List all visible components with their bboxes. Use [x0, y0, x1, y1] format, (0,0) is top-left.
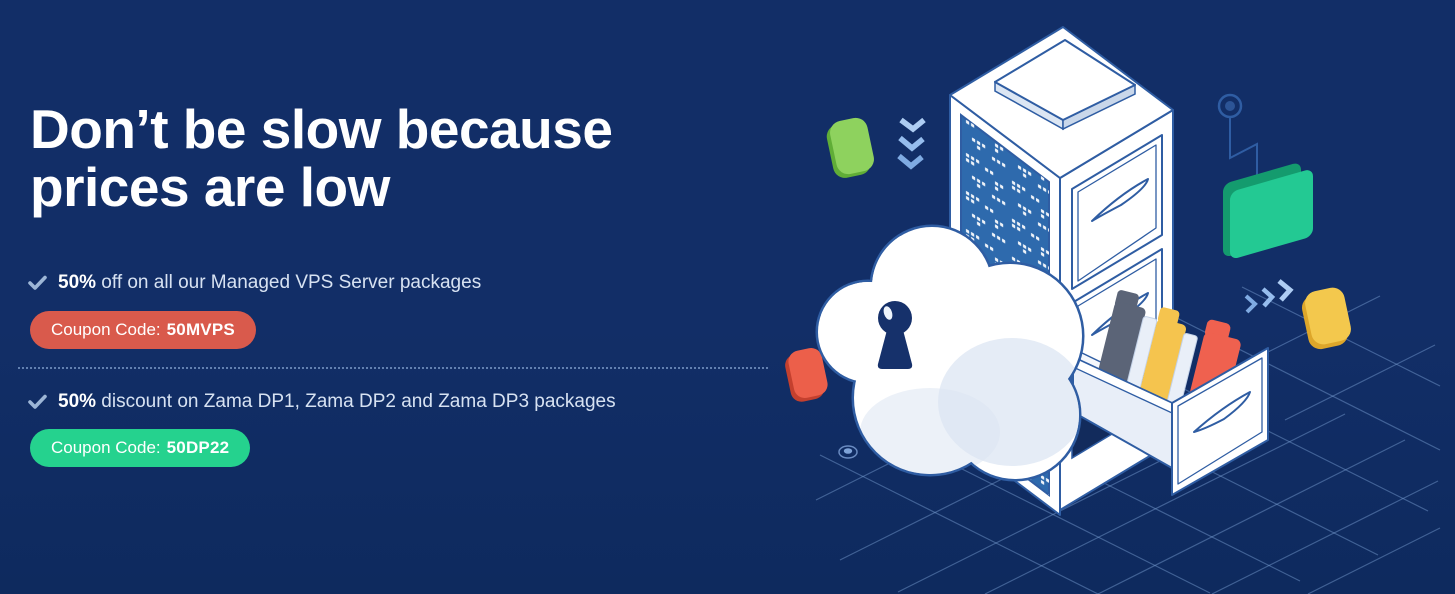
offer-description: discount on Zama DP1, Zama DP2 and Zama …: [96, 391, 616, 412]
coupon-button-50mvps[interactable]: Coupon Code: 50MVPS: [30, 311, 256, 349]
offer-text: 50% off on all our Managed VPS Server pa…: [58, 270, 481, 296]
server-cabinet-illustration: [785, 26, 1441, 594]
page-title-line2: prices are low: [30, 156, 390, 218]
checkmark-icon: [28, 275, 47, 290]
checkmark-icon: [28, 394, 47, 409]
yellow-square-icon: [1301, 287, 1351, 350]
offer-text: 50% discount on Zama DP1, Zama DP2 and Z…: [58, 389, 616, 415]
keyhole-icon: [877, 301, 913, 369]
coupon-label: Coupon Code:: [51, 320, 161, 339]
offer-highlight: 50%: [58, 391, 97, 412]
open-drawer: [1072, 290, 1269, 496]
drawer-handle: [1193, 391, 1251, 433]
chevrons-right-icon: [1244, 279, 1294, 314]
pin-connector-icon: [1217, 93, 1258, 196]
offer-item-vps: 50% off on all our Managed VPS Server pa…: [28, 270, 481, 296]
drawer-handle: [1091, 178, 1149, 222]
offer-description: off on all our Managed VPS Server packag…: [96, 272, 482, 293]
green-square-icon: [826, 117, 874, 178]
dotted-separator: [18, 367, 768, 369]
grid-dot-marker: [838, 445, 858, 459]
coupon-code: 50DP22: [166, 438, 230, 457]
coupon-button-50dp22[interactable]: Coupon Code: 50DP22: [30, 429, 251, 467]
offer-item-zama: 50% discount on Zama DP1, Zama DP2 and Z…: [28, 389, 616, 415]
coupon-code: 50MVPS: [166, 320, 235, 339]
chevrons-down-icon: [897, 117, 926, 170]
page-title-line1: Don’t be slow because: [30, 98, 613, 160]
red-square-icon: [785, 348, 828, 402]
coupon-label: Coupon Code:: [51, 438, 161, 457]
offer-highlight: 50%: [58, 272, 97, 293]
green-folder-icon: [1223, 163, 1313, 259]
